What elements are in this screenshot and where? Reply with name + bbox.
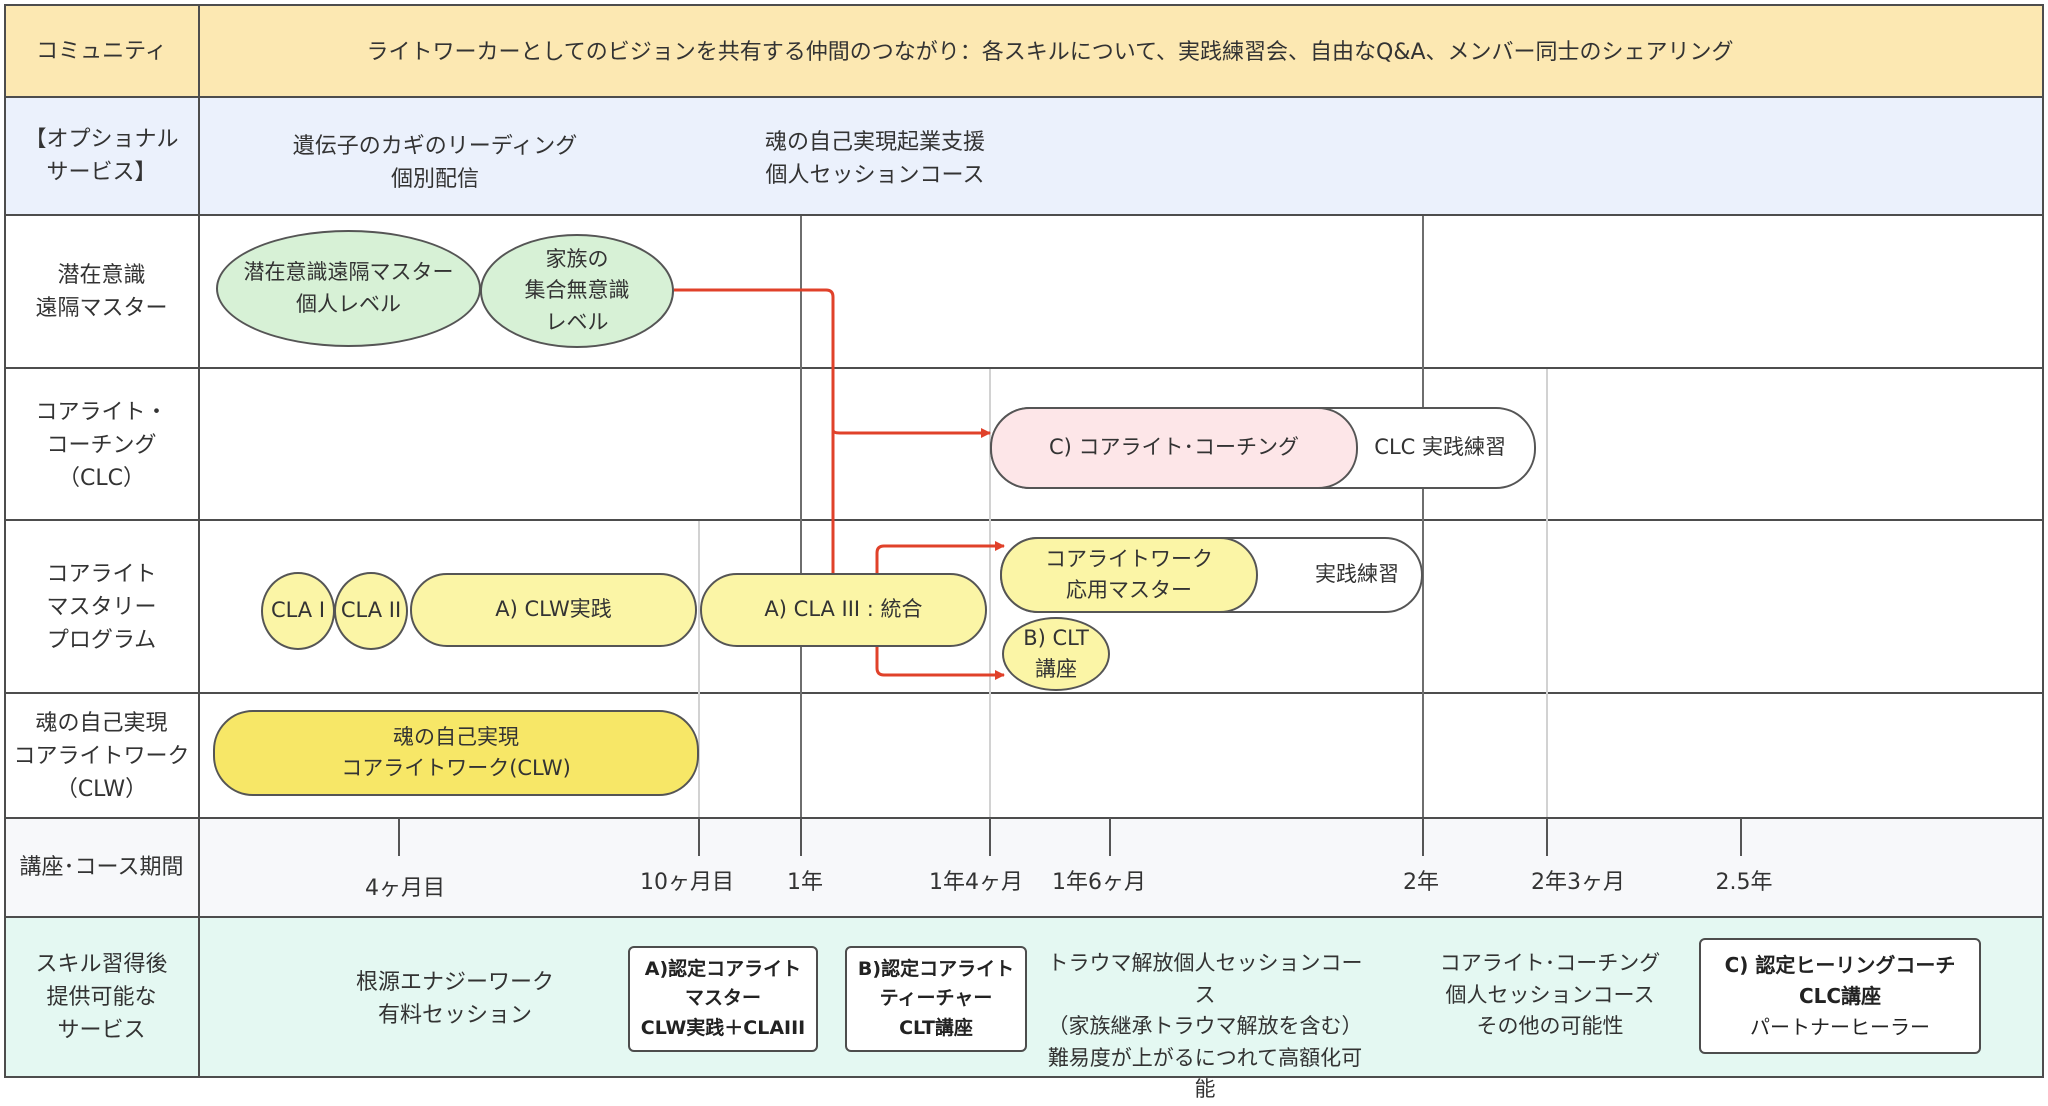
node-cla-1: CLA I [261, 572, 335, 650]
box-certified-teacher: B)認定コアライト ティーチャー CLT講座 [845, 946, 1027, 1052]
row-separator [4, 692, 2044, 694]
optional-item-business-support: 魂の自己実現起業支援 個人セッションコース [764, 130, 985, 188]
community-label: コミュニティ [36, 38, 167, 64]
tick-label-2y3m: 2年3ヶ月 [1531, 870, 1625, 895]
tick-1y4m [989, 818, 991, 856]
node-cla-2: CLA II [334, 572, 408, 650]
box-a-line1: A)認定コアライト [644, 957, 802, 980]
tick-4m [398, 818, 400, 856]
node-clw-main: 魂の自己実現 コアライトワーク(CLW) [213, 710, 699, 796]
node-subconscious-personal: 潜在意識遠隔マスター 個人レベル [216, 230, 481, 347]
connector-arrows [674, 288, 1005, 680]
subconscious-label: 潜在意識 遠隔マスター [35, 263, 168, 321]
after-label: スキル習得後 提供可能な サービス [35, 951, 168, 1043]
mastery-label: コアライト マスタリー プログラム [46, 561, 157, 653]
node-cla-3: A) CLA III : 統合 [700, 573, 987, 647]
gridline-1y [800, 216, 802, 818]
after-trauma-release: トラウマ解放個人セッションコース （家族継承トラウマ解放を含む） 難易度が上がる… [1047, 951, 1363, 1101]
period-label: 講座･コース期間 [19, 855, 184, 880]
box-b-line3: CLT講座 [899, 1016, 973, 1039]
box-c-line1: C) 認定ヒーリングコーチ [1724, 952, 1956, 977]
tick-label-1y4m: 1年4ヶ月 [929, 870, 1023, 895]
box-b-line2: ティーチャー [879, 987, 993, 1010]
node-clw-practice: A) CLW実践 [410, 573, 697, 647]
optional-label: 【オプショナル サービス】 [24, 127, 179, 185]
node-applied-master: コアライトワーク 応用マスター [1000, 537, 1258, 613]
arrow-cla3-to-clt [875, 647, 1005, 680]
tick-label-1y: 1年 [787, 870, 823, 895]
tick-label-4m: 4ヶ月目 [365, 876, 445, 901]
gridline-2y3m [1546, 369, 1548, 818]
node-clt-course: B) CLT 講座 [1002, 617, 1110, 691]
clw-label: 魂の自己実現 コアライトワーク （CLW） [13, 710, 190, 802]
after-root-energy-work: 根源エナジーワーク 有料セッション [355, 970, 554, 1028]
box-b-line1: B)認定コアライト [857, 957, 1015, 980]
box-a-line2: マスター [684, 987, 761, 1010]
tick-2-5y [1740, 818, 1742, 856]
row-separator [4, 367, 2044, 369]
gridline-2y [1422, 216, 1424, 818]
arrow-family-to-clc [674, 288, 991, 438]
applied-practice-label: 実践練習 [1315, 562, 1399, 587]
row-separator [4, 519, 2044, 521]
clc-practice-label: CLC 実践練習 [1374, 435, 1506, 460]
node-family-collective: 家族の 集合無意識 レベル [480, 234, 674, 348]
community-text: ライトワーカーとしてのビジョンを共有する仲間のつながり：各スキルについて、実践練… [366, 40, 1734, 65]
period-band [4, 817, 2044, 918]
tick-label-10m: 10ヶ月目 [640, 870, 734, 895]
box-certified-healing-coach: C) 認定ヒーリングコーチ CLC講座 パートナーヒーラー [1699, 938, 1981, 1054]
optional-item-gene-reading: 遺伝子のカギのリーディング 個別配信 [292, 134, 578, 192]
label-column-divider [198, 4, 200, 1078]
node-clc-coaching: C) コアライト･コーチング [990, 407, 1358, 489]
box-certified-master: A)認定コアライト マスター CLW実践＋CLAIII [628, 946, 818, 1052]
box-c-line2: CLC講座 [1798, 983, 1882, 1008]
gridline-1y4m [989, 369, 991, 818]
optional-band [4, 96, 2044, 216]
box-c-line3: パートナーヒーラー [1750, 1014, 1930, 1039]
tick-10m [698, 818, 700, 856]
tick-1y6m [1109, 818, 1111, 856]
tick-2y [1422, 818, 1424, 856]
arrow-cla3-to-applied [875, 541, 1005, 573]
tick-2y3m [1546, 818, 1548, 856]
box-a-line3: CLW実践＋CLAIII [640, 1016, 806, 1039]
gridline-10m [698, 521, 700, 818]
roadmap-diagram: コミュニティ ライトワーカーとしてのビジョンを共有する仲間のつながり：各スキルに… [4, 4, 2044, 1101]
tick-label-2y: 2年 [1403, 870, 1439, 895]
after-clc-sessions: コアライト･コーチング 個人セッションコース その他の可能性 [1439, 951, 1661, 1038]
clc-label: コアライト・ コーチング （CLC） [35, 399, 168, 491]
tick-1y [800, 818, 802, 856]
community-band [4, 4, 2044, 98]
tick-label-2-5y: 2.5年 [1715, 870, 1773, 895]
tick-label-1y6m: 1年6ヶ月 [1052, 870, 1146, 895]
